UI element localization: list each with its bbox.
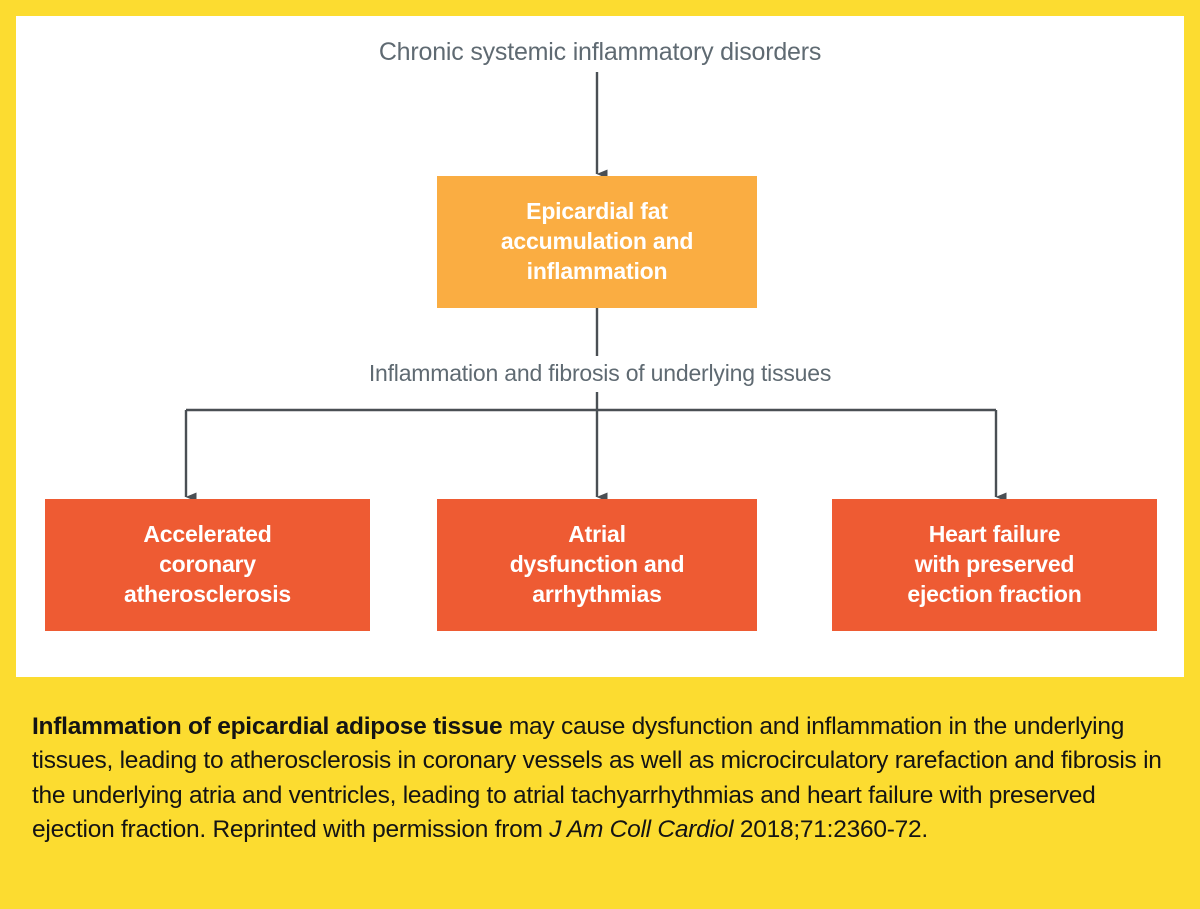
node-atrial-line-2: dysfunction and xyxy=(509,551,685,578)
node-hfpef-line-2: with preserved xyxy=(914,551,1075,578)
node-epicardial-fat-accumulation: Epicardial fat accumulation and inflamma… xyxy=(437,176,757,308)
node-atherosclerosis-line-2: coronary xyxy=(159,551,256,578)
diagram-panel: Chronic systemic inflammatory disorders … xyxy=(16,16,1184,677)
node-atrial-dysfunction-and-arrhythmias: Atrial dysfunction and arrhythmias xyxy=(437,499,757,631)
node-atrial-label: Atrial dysfunction and arrhythmias xyxy=(510,520,685,610)
node-hfpef-line-3: ejection fraction xyxy=(907,580,1082,607)
caption-journal-name: J Am Coll Cardiol xyxy=(549,815,734,843)
node-atherosclerosis-line-3: atherosclerosis xyxy=(123,580,292,607)
caption-lead-in: Inflammation of epicardial adipose tissu… xyxy=(32,713,503,740)
node-heart-failure-preserved-ejection-fraction: Heart failure with preserved ejection fr… xyxy=(832,499,1157,631)
node-atrial-line-1: Atrial xyxy=(568,521,626,548)
node-epicardial-line-1: Epicardial fat xyxy=(526,198,668,225)
node-atrial-line-3: arrhythmias xyxy=(532,580,662,607)
node-atherosclerosis-line-1: Accelerated xyxy=(143,521,272,548)
heading-chronic-systemic-inflammatory-disorders: Chronic systemic inflammatory disorders xyxy=(378,38,822,66)
caption-body-part-1: may cause dysfunction and inflammation i… xyxy=(32,713,1162,843)
node-epicardial-line-2: accumulation and xyxy=(500,228,694,255)
figure-caption: Inflammation of epicardial adipose tissu… xyxy=(32,710,1167,847)
node-epicardial-line-3: inflammation xyxy=(526,257,668,284)
node-accelerated-coronary-atherosclerosis: Accelerated coronary atherosclerosis xyxy=(45,499,370,631)
node-atherosclerosis-label: Accelerated coronary atherosclerosis xyxy=(124,520,291,610)
node-hfpef-label: Heart failure with preserved ejection fr… xyxy=(907,520,1081,610)
heading-inflammation-and-fibrosis: Inflammation and fibrosis of underlying … xyxy=(368,360,832,386)
caption-body-part-2: 2018;71:2360-72. xyxy=(733,815,928,843)
node-hfpef-line-1: Heart failure xyxy=(928,521,1061,548)
caption-band: Inflammation of epicardial adipose tissu… xyxy=(0,677,1200,909)
node-epicardial-label: Epicardial fat accumulation and inflamma… xyxy=(500,197,694,287)
